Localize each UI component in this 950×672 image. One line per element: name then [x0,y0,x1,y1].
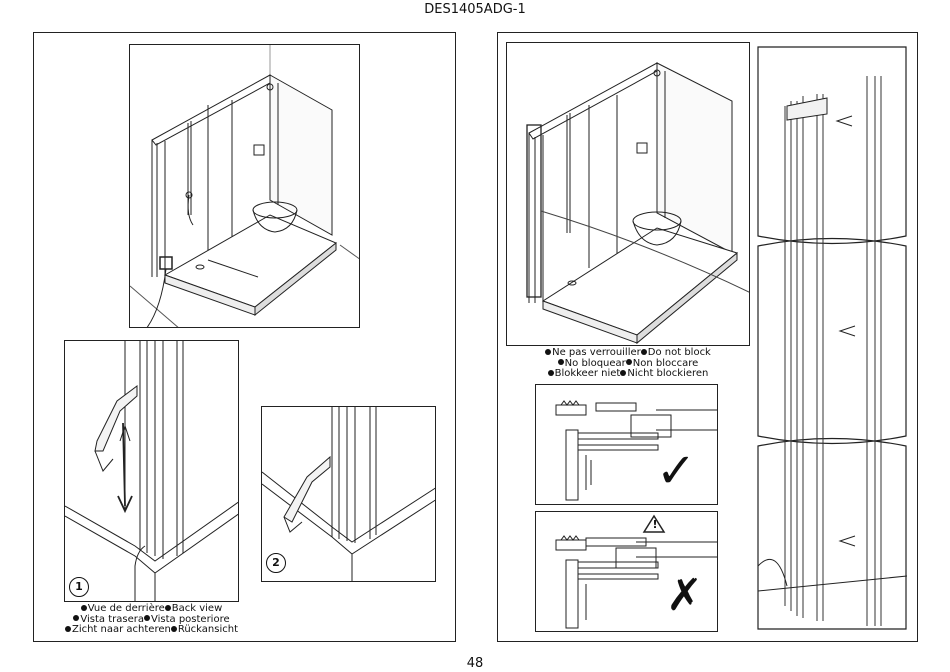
flag-nl-icon [64,625,71,632]
shower-enclosure-drawing [130,45,359,327]
flag-es-icon [73,615,80,621]
shower-enclosure-drawing-right [526,62,749,345]
wrong-profile-drawing [555,514,717,629]
step-badge-2: 2 [266,553,286,573]
cross-icon: ✗ [666,570,703,621]
flag-de-icon [620,369,627,376]
warning-icon: ! [652,518,658,531]
flag-fr-icon [545,348,552,355]
checkmark-icon: ✓ [656,443,697,499]
flag-it-icon [143,615,150,621]
wrong-profile-panel: ! ✗ [535,511,718,632]
correct-profile-drawing [555,400,717,501]
right-page-frame [497,32,918,642]
detail-1-drawing [65,341,238,601]
shower-overview-illustration-right [506,42,750,346]
vertical-profile-detail [757,46,907,630]
document-code: DES1405ADG-1 [424,2,526,17]
flag-de-icon [170,625,177,632]
flag-nl-icon [547,369,554,376]
flag-fr-icon [80,604,87,611]
flag-en-icon [164,604,171,611]
shower-overview-illustration [129,44,360,328]
flag-it-icon [625,359,632,365]
detail-view-1 [64,340,239,602]
correct-profile-panel: ✓ [535,384,718,505]
left-page-frame [33,32,456,642]
step-badge-1: 1 [69,577,89,597]
page-number: 48 [466,656,484,671]
detail-2-drawing [262,407,435,581]
vertical-profile-drawing [757,46,907,630]
flag-es-icon [557,359,564,365]
flag-en-icon [640,348,647,355]
detail-view-2 [261,406,436,582]
